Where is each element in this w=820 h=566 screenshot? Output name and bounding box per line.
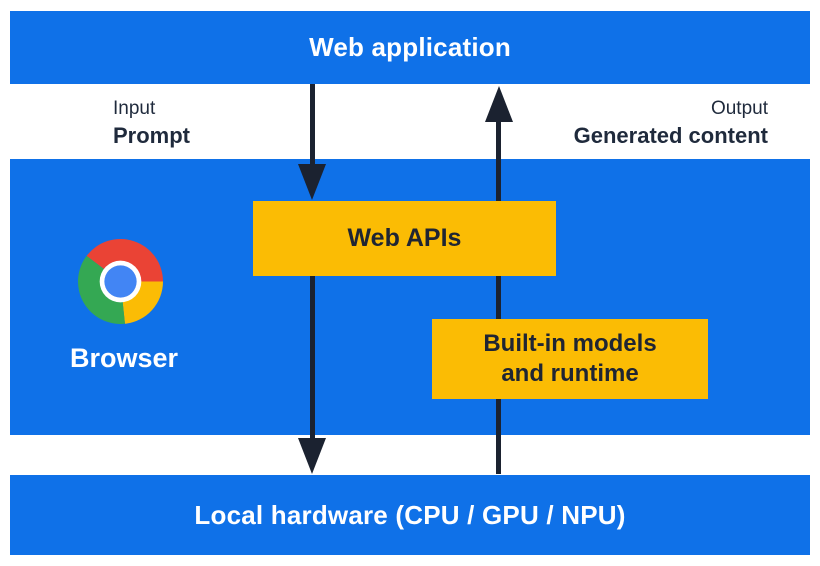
local-hardware-label: Local hardware (CPU / GPU / NPU) [194, 499, 626, 530]
local-hardware-layer: Local hardware (CPU / GPU / NPU) [10, 475, 810, 555]
builtin-models-label-line1: Built-in models [483, 330, 657, 357]
down-arrow-line-upper [310, 84, 315, 166]
down-arrow-icon [298, 438, 326, 474]
chrome-logo-icon [78, 239, 163, 324]
input-caption: Input [113, 98, 156, 119]
up-arrow-icon [485, 86, 513, 122]
output-label-group: Output Generated content [574, 96, 768, 150]
web-apis-label: Web APIs [347, 224, 462, 252]
builtin-models-box: Built-in models and runtime [432, 319, 708, 399]
down-arrow-icon [298, 164, 326, 200]
builtin-models-label-line2: and runtime [501, 360, 639, 387]
input-label-group: Input Prompt [113, 96, 190, 150]
output-caption: Output [710, 98, 768, 119]
input-value: Prompt [113, 123, 190, 148]
web-application-layer: Web application [10, 11, 810, 84]
down-arrow-line-lower [310, 276, 315, 440]
web-application-label: Web application [309, 32, 511, 62]
browser-label: Browser [69, 343, 179, 373]
output-value: Generated content [573, 123, 768, 148]
up-arrow-line [496, 118, 501, 474]
web-apis-box: Web APIs [253, 201, 556, 276]
